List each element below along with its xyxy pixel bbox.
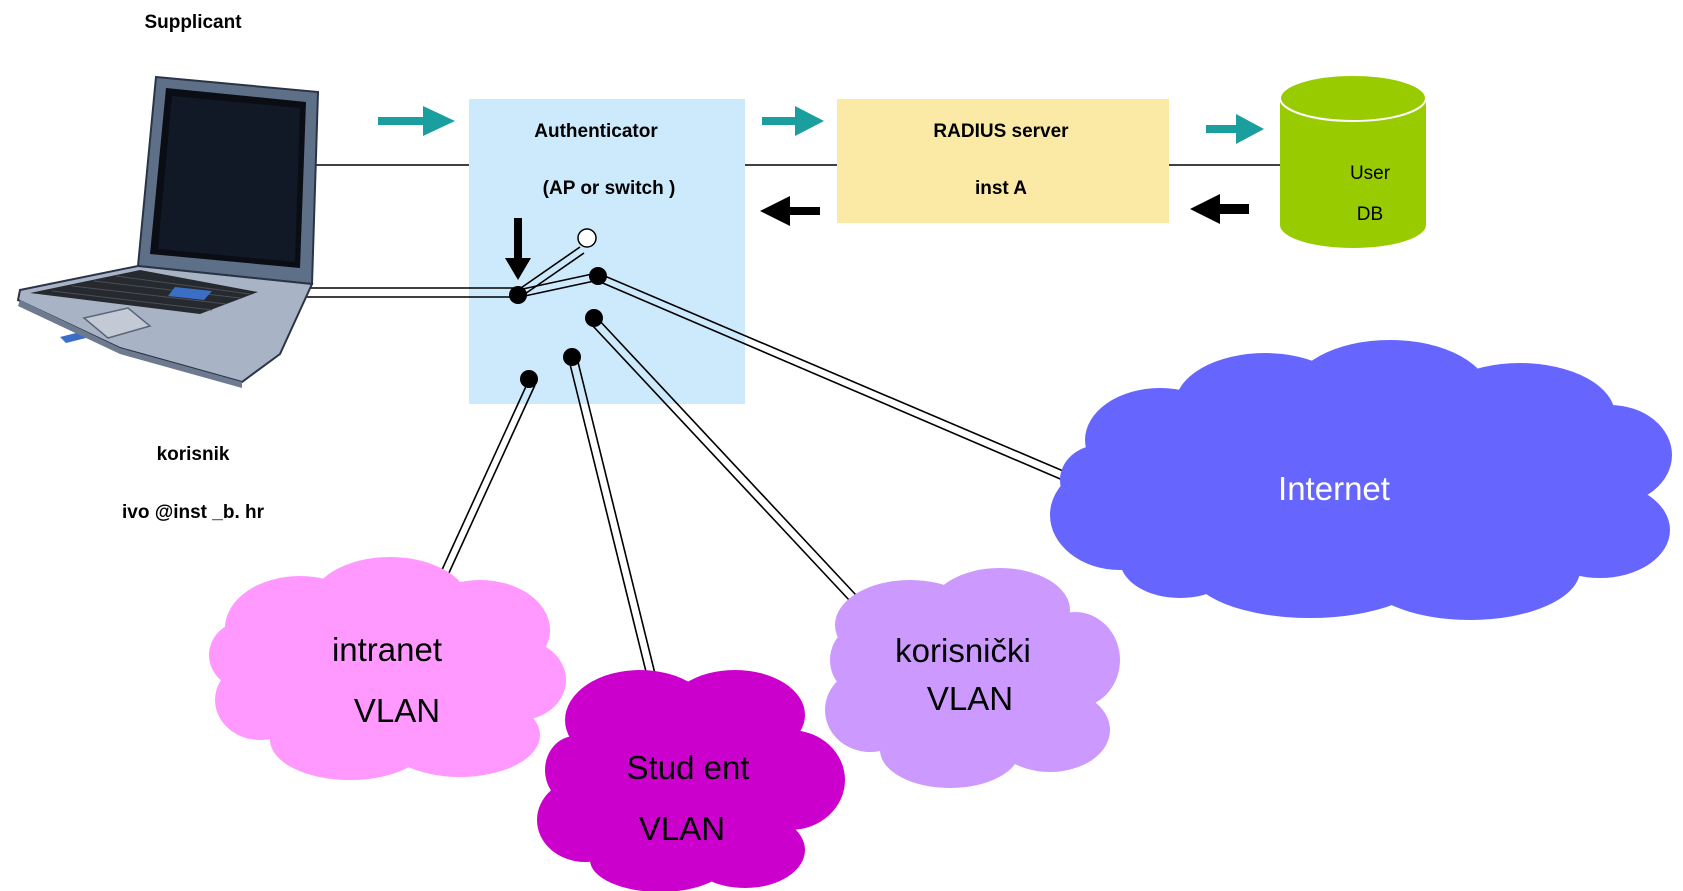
arrow-down-icon bbox=[505, 218, 531, 280]
intranet-vlan-cloud bbox=[209, 557, 566, 780]
switch-pivot-dot bbox=[509, 286, 527, 304]
intranet-sublabel: VLAN bbox=[354, 692, 440, 729]
switch-lever bbox=[517, 246, 600, 298]
arrow-left-icon bbox=[1190, 194, 1249, 224]
user-id: ivo @inst _b. hr bbox=[122, 502, 265, 523]
contact-dot-internet bbox=[589, 267, 607, 285]
arrow-right-icon bbox=[378, 106, 455, 136]
internet-cloud bbox=[1050, 340, 1672, 620]
userdb-label: User bbox=[1350, 163, 1391, 184]
authenticator-label: Authenticator bbox=[534, 121, 658, 142]
cable-student-vlan bbox=[568, 357, 661, 697]
cable-intranet-vlan bbox=[440, 381, 536, 576]
korisnicki-label: korisnički bbox=[895, 632, 1031, 669]
radius-label: RADIUS server bbox=[933, 121, 1069, 142]
internet-label: Internet bbox=[1278, 470, 1390, 507]
laptop-icon bbox=[16, 75, 320, 388]
user-label: korisnik bbox=[157, 444, 230, 465]
authenticator-box bbox=[469, 99, 745, 404]
cable-korisnicki-vlan bbox=[591, 318, 871, 617]
student-label: Stud ent bbox=[627, 749, 750, 786]
arrow-right-icon bbox=[1206, 114, 1264, 144]
switch-open-contact bbox=[577, 228, 597, 248]
cable-internet bbox=[597, 273, 1083, 488]
korisnicki-sublabel: VLAN bbox=[927, 680, 1013, 717]
contact-dot-intranet bbox=[520, 370, 538, 388]
supplicant-title: Supplicant bbox=[144, 12, 242, 33]
student-sublabel: VLAN bbox=[639, 810, 725, 847]
contact-dot-student bbox=[563, 348, 581, 366]
arrow-right-icon bbox=[762, 106, 824, 136]
userdb-sublabel: DB bbox=[1357, 204, 1383, 225]
contact-dot-korisnicki bbox=[585, 309, 603, 327]
radius-sublabel: inst A bbox=[975, 178, 1027, 199]
student-vlan-cloud bbox=[537, 670, 845, 891]
authenticator-sublabel: (AP or switch ) bbox=[543, 178, 676, 199]
user-db-cylinder bbox=[1279, 74, 1427, 248]
intranet-label: intranet bbox=[332, 631, 442, 668]
cable-laptop-switch bbox=[277, 287, 518, 298]
arrow-left-icon bbox=[760, 196, 820, 226]
radius-server-box bbox=[837, 99, 1169, 223]
korisnicki-vlan-cloud bbox=[825, 568, 1120, 788]
